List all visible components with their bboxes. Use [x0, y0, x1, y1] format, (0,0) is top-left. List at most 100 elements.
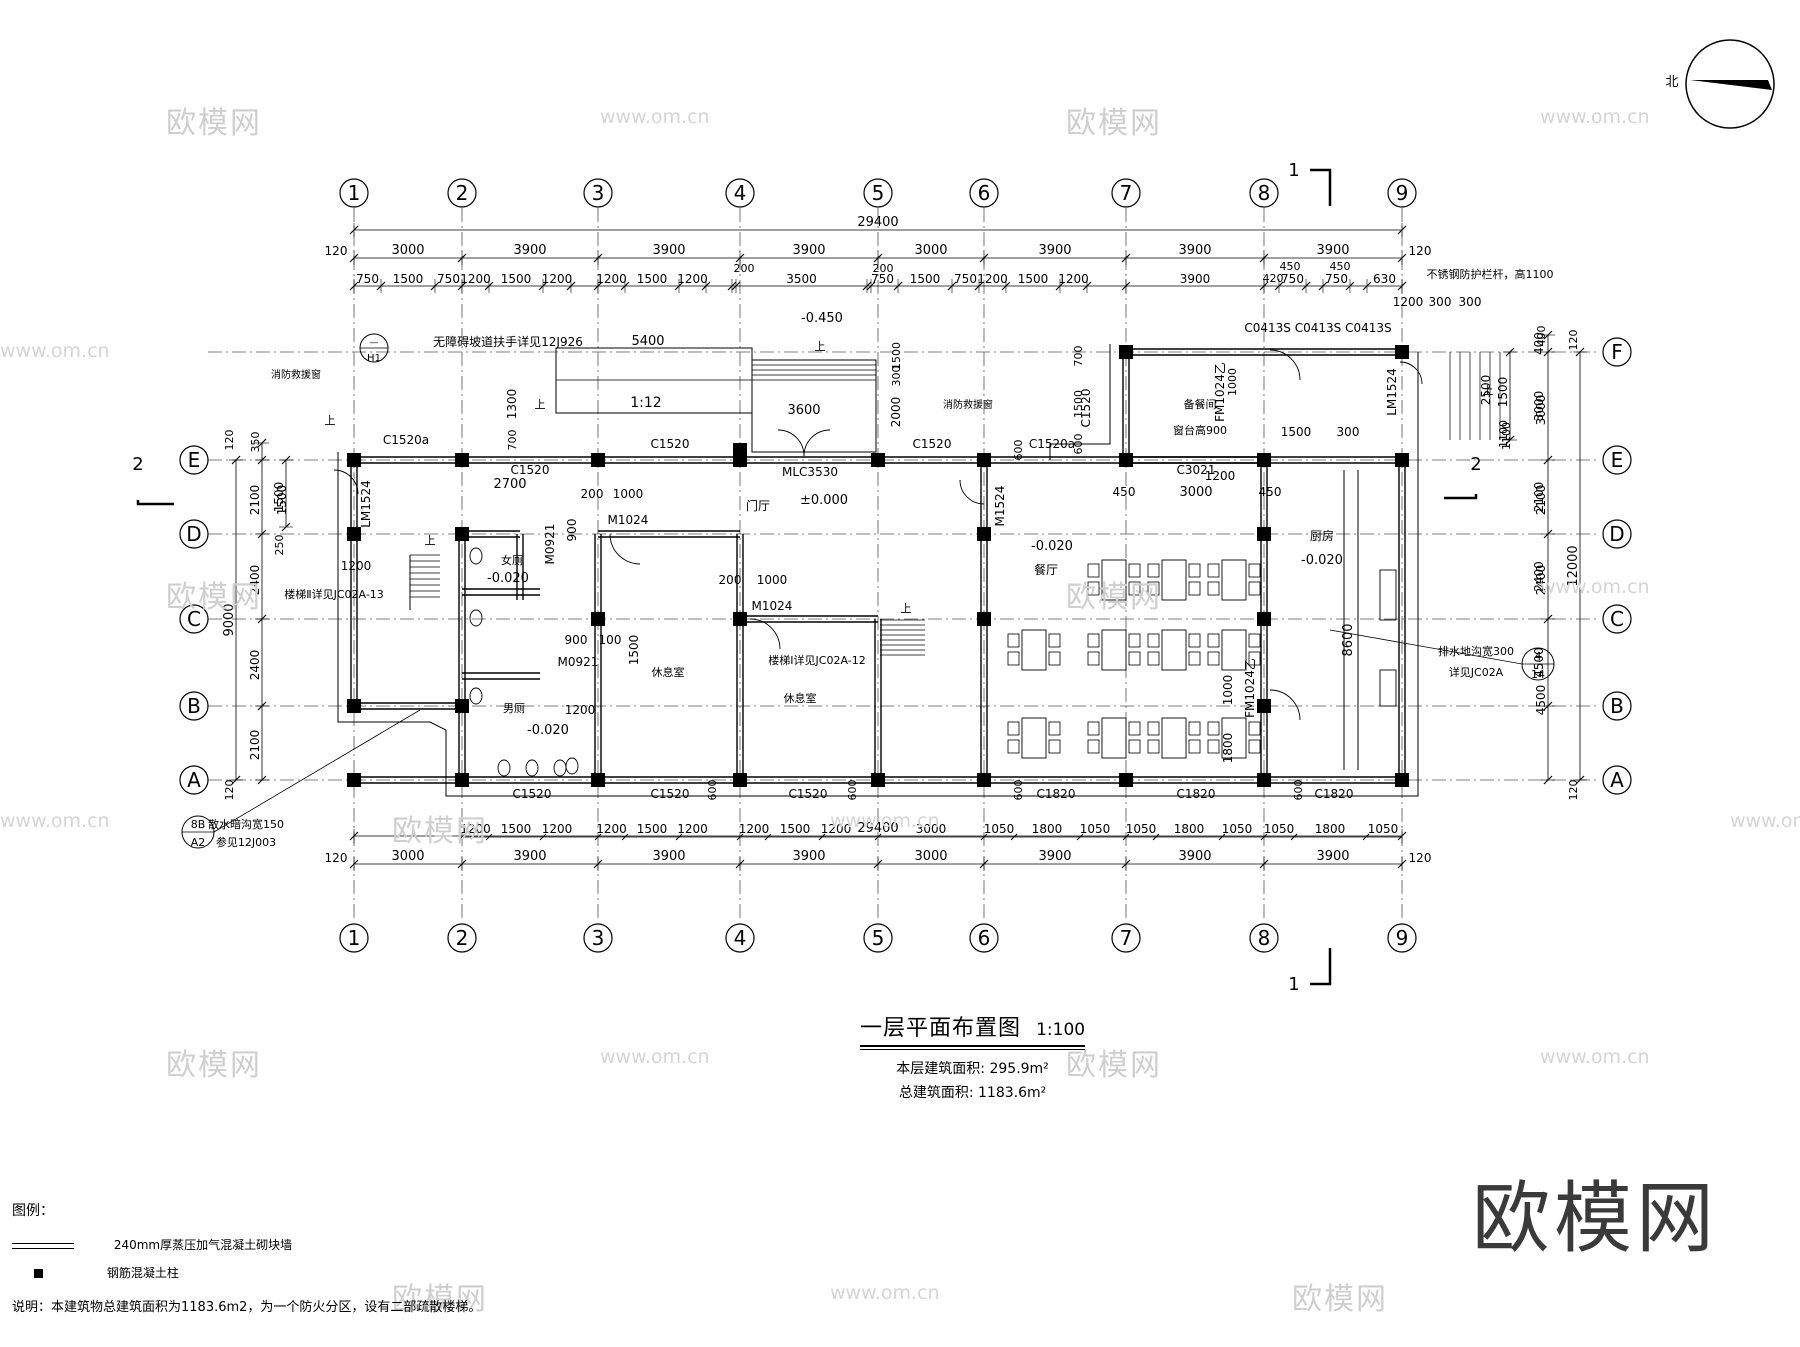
dim-bottom-bays-value: 3000	[391, 849, 424, 864]
dim-top-detail-value: 1200	[977, 272, 1008, 286]
section-marker-2	[136, 500, 174, 506]
dim-tick	[1362, 833, 1370, 841]
chair	[1188, 739, 1201, 754]
axis-bubble	[1602, 765, 1632, 795]
room-prep: 备餐间	[1184, 397, 1217, 411]
axis-label: 5	[872, 181, 885, 205]
urinal	[553, 759, 567, 777]
axis-bubble	[725, 178, 755, 208]
urinal	[525, 759, 539, 777]
sill-label: 600	[846, 780, 859, 801]
chair	[1147, 581, 1160, 596]
window-label: C1520	[1079, 389, 1093, 428]
dim-bottom-bays-value: 3900	[652, 849, 685, 864]
axis-bubble	[1602, 519, 1632, 549]
ramp-note: 无障碍坡道扶手详见12J926	[433, 334, 583, 349]
plinth-outline	[337, 352, 1419, 797]
axis-bubble	[179, 765, 209, 795]
dining-table	[1021, 629, 1047, 671]
dim-edge: 120	[1409, 244, 1432, 258]
axis-bubble	[1111, 178, 1141, 208]
dim-tick	[594, 833, 602, 841]
axis-label: 2	[456, 926, 469, 950]
axis-bubble	[583, 923, 613, 953]
chair	[1128, 739, 1141, 754]
structural-column	[1395, 773, 1409, 787]
dining-table	[1221, 717, 1247, 759]
female-wc-elevation: -0.020	[487, 571, 529, 586]
axis-bubble	[447, 178, 477, 208]
axis-label: D	[186, 522, 201, 546]
dim-bottom-detail-value: 1200	[460, 822, 491, 836]
dim-top-detail-value: 1500	[910, 272, 941, 286]
axis-label: 8	[1258, 181, 1271, 205]
interior-dim: 1000	[613, 487, 644, 501]
chair	[1087, 563, 1100, 578]
counter-height: 窗台高900	[1173, 423, 1227, 437]
rescue-window-label: 消防救援窗	[943, 398, 993, 411]
dim-top-bays-value: 3000	[914, 243, 947, 258]
chair	[1188, 581, 1201, 596]
door-swing	[803, 429, 831, 457]
structural-column	[1257, 699, 1271, 713]
dim-bottom-bays-value: 3900	[1038, 849, 1071, 864]
structural-column	[455, 699, 469, 713]
axis-label: D	[1609, 522, 1624, 546]
axis-bubble	[863, 178, 893, 208]
dim-top-detail-value: 1500	[501, 272, 532, 286]
interior-dim: 300	[1337, 425, 1360, 439]
watermark-brand: 欧模网	[166, 106, 262, 141]
door-swing	[1269, 349, 1301, 381]
door-swing	[749, 618, 781, 650]
floor-area-label: 本层建筑面积	[896, 1061, 981, 1077]
legend-wall-item: 240mm厚蒸压加气混凝土砌块墙	[12, 1236, 292, 1253]
stair-up-marker: 上	[425, 534, 436, 547]
axis-bubble	[1387, 923, 1417, 953]
chair	[1147, 633, 1160, 648]
dim-edge: 120	[1409, 851, 1432, 865]
window-label: C1820	[1177, 787, 1216, 801]
room-rest-2: 休息室	[784, 691, 817, 705]
dim-left-small-value: 1500	[272, 482, 286, 513]
sill-label: 600	[1012, 780, 1025, 801]
interior-dim: 3000	[1179, 485, 1212, 500]
watermark-url: www.om.cn	[600, 1046, 710, 1068]
dining-table	[1161, 717, 1187, 759]
dim-bottom-detail-value: 1200	[542, 822, 573, 836]
window-label: C1820	[1037, 787, 1076, 801]
watermark-url: www.om.cn	[600, 106, 710, 128]
dim-top-detail-value: 1200	[677, 272, 708, 286]
drawing-title: 一层平面布置图	[860, 1016, 1022, 1041]
dim-right-value: 4500	[1532, 647, 1546, 678]
chair	[1207, 721, 1220, 736]
chair	[1147, 651, 1160, 666]
interior-dim: 300	[1459, 295, 1482, 309]
dim-right-small-value: 1500	[1496, 377, 1510, 408]
chair	[1007, 651, 1020, 666]
window-label: C1520	[511, 463, 550, 477]
door-label: M1524	[993, 486, 1007, 527]
interior-dim: 700	[1072, 346, 1085, 367]
dim-top-bays-value: 3900	[1038, 243, 1071, 258]
chair	[1007, 739, 1020, 754]
interior-dim: 1300	[505, 389, 519, 420]
gutter-detail-num: 8B	[191, 818, 206, 831]
chair	[1147, 721, 1160, 736]
dim-bottom-detail-value: 1500	[501, 822, 532, 836]
dim-tick	[1010, 833, 1018, 841]
axis-bubble	[583, 178, 613, 208]
dim-tick	[485, 833, 493, 841]
interior-dim: 2700	[493, 477, 526, 492]
axis-label: 6	[978, 181, 991, 205]
total-area-value: 1183.6m²	[978, 1085, 1047, 1101]
section-marker-1	[1310, 168, 1332, 206]
interior-dim: 1000	[757, 573, 788, 587]
axis-label: 2	[456, 181, 469, 205]
chair	[1048, 651, 1061, 666]
window-label: C1520a	[1029, 437, 1075, 451]
dim-left-value: 2100	[248, 730, 262, 761]
floor-area: 本层建筑面积: 295.9m²	[896, 1061, 1049, 1077]
dim-bottom-detail-value: 1050	[1368, 822, 1399, 836]
door-label: LM1524	[1385, 368, 1399, 416]
